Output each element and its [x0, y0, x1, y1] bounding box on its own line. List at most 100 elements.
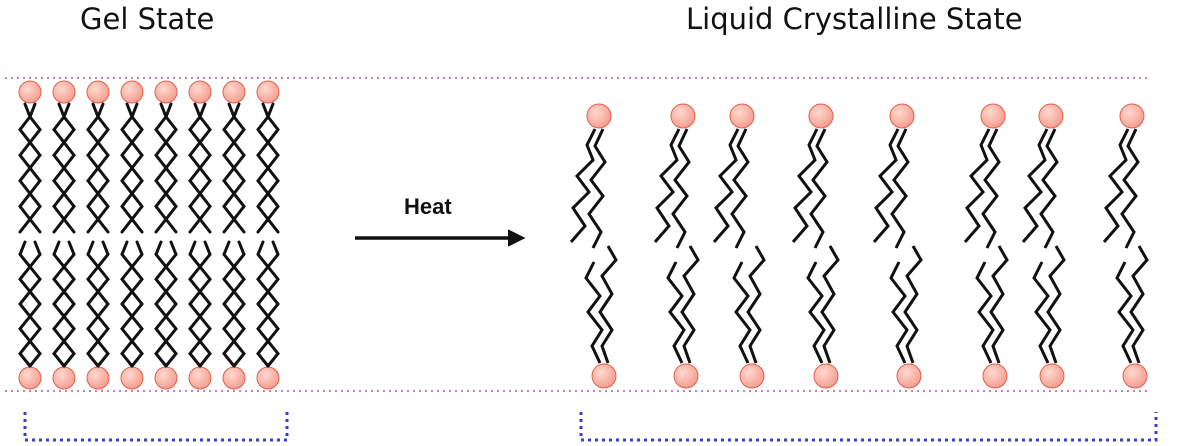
gel-thickness-bracket — [23, 412, 289, 442]
gel-bilayer — [18, 80, 280, 390]
gel-tail-upper — [28, 102, 42, 234]
gel-tail-upper — [266, 102, 280, 234]
lipid-head-icon — [729, 103, 755, 129]
liquid-crystalline-tail-upper — [872, 128, 900, 243]
lipid-head-icon — [586, 103, 612, 129]
lipid-head-icon — [222, 80, 246, 104]
liquid-crystalline-lipid — [791, 103, 840, 389]
lipid-head-icon — [18, 366, 42, 390]
lipid-head-icon — [1119, 103, 1145, 129]
liquid-crystalline-tail-upper — [1021, 128, 1049, 243]
gel-lipid — [120, 80, 144, 390]
liquid-crystalline-tail-lower — [975, 261, 995, 364]
gel-tail-lower — [256, 240, 270, 368]
liquid-crystalline-lipid — [872, 103, 923, 389]
liquid-crystalline-tail-lower — [732, 261, 752, 364]
lipid-head-icon — [154, 80, 178, 104]
liquid-crystalline-lipid — [963, 103, 1009, 389]
liquid-crystalline-bilayer — [569, 103, 1149, 389]
gel-tail-upper — [164, 102, 178, 234]
liquid-crystalline-tail-lower — [989, 245, 1009, 364]
gel-tail-upper — [62, 102, 76, 234]
gel-tail-upper — [96, 102, 110, 234]
gel-tail-upper — [130, 102, 144, 234]
gel-tail-lower — [120, 240, 134, 368]
gel-tail-upper — [198, 102, 212, 234]
liquid-crystalline-lipid — [1102, 103, 1149, 389]
liquid-crystalline-tail-lower — [1115, 261, 1135, 364]
lipid-head-icon — [673, 363, 699, 389]
gel-tail-lower — [130, 240, 144, 368]
gel-tail-lower — [154, 240, 168, 368]
liquid-crystalline-tail-upper — [809, 128, 829, 249]
liquid-crystalline-tail-upper — [671, 128, 691, 249]
gel-state-title: Gel State — [80, 2, 215, 36]
liquid-crystalline-tail-upper — [1039, 128, 1059, 249]
liquid-crystalline-tail-upper — [1102, 128, 1130, 243]
lipid-head-icon — [52, 80, 76, 104]
liquid-crystalline-tail-upper — [791, 128, 819, 243]
lipid-head-icon — [896, 363, 922, 389]
lipid-head-icon — [120, 80, 144, 104]
liquid-crystalline-lipid — [1021, 103, 1066, 389]
membrane-boundary-lines — [5, 77, 1150, 392]
lipid-head-icon — [86, 80, 110, 104]
gel-lipid — [188, 80, 212, 390]
lipid-head-icon — [256, 366, 280, 390]
liquid-crystalline-tail-lower — [820, 245, 840, 364]
liquid-crystalline-tail-lower — [598, 245, 618, 364]
gel-tail-lower — [28, 240, 42, 368]
lipid-head-icon — [1122, 363, 1148, 389]
lipid-head-icon — [982, 363, 1008, 389]
liquid-crystalline-tail-lower — [1046, 245, 1066, 364]
gel-lipid — [256, 80, 280, 390]
gel-tail-lower — [188, 240, 202, 368]
lipid-head-icon — [670, 103, 696, 129]
lipid-head-icon — [86, 366, 110, 390]
liquid-crystalline-tail-lower — [584, 261, 604, 364]
liquid-crystalline-thickness-bracket — [579, 412, 1158, 442]
liquid-crystalline-tail-lower — [806, 261, 826, 364]
liquid-crystalline-tail-upper — [569, 128, 597, 243]
gel-lipid — [222, 80, 246, 390]
liquid-crystalline-state-title: Liquid Crystalline State — [686, 2, 1023, 36]
liquid-crystalline-tail-upper — [712, 128, 740, 243]
liquid-crystalline-tail-upper — [981, 128, 1001, 249]
liquid-crystalline-lipid — [569, 103, 618, 389]
gel-tail-lower — [266, 240, 280, 368]
gel-tail-lower — [198, 240, 212, 368]
gel-tail-lower — [232, 240, 246, 368]
liquid-crystalline-tail-lower — [666, 261, 686, 364]
gel-lipid — [154, 80, 178, 390]
liquid-crystalline-tail-upper — [587, 128, 607, 249]
liquid-crystalline-tail-lower — [889, 261, 909, 364]
lipid-head-icon — [591, 363, 617, 389]
gel-tail-lower — [52, 240, 66, 368]
liquid-crystalline-tail-lower — [746, 245, 766, 364]
gel-lipid — [86, 80, 110, 390]
liquid-crystalline-tail-lower — [680, 245, 700, 364]
liquid-crystalline-lipid — [712, 103, 766, 389]
gel-tail-lower — [96, 240, 110, 368]
gel-lipid — [18, 80, 42, 390]
liquid-crystalline-tail-upper — [1120, 128, 1140, 249]
lipid-head-icon — [1038, 103, 1064, 129]
gel-tail-lower — [18, 240, 32, 368]
lipid-head-icon — [739, 363, 765, 389]
lipid-head-icon — [889, 103, 915, 129]
heat-label: Heat — [404, 194, 452, 219]
lipid-head-icon — [52, 366, 76, 390]
liquid-crystalline-tail-upper — [730, 128, 750, 249]
lipid-head-icon — [808, 103, 834, 129]
liquid-crystalline-tail-upper — [653, 128, 681, 243]
lipid-head-icon — [154, 366, 178, 390]
liquid-crystalline-tail-lower — [903, 245, 923, 364]
gel-tail-lower — [86, 240, 100, 368]
lipid-head-icon — [813, 363, 839, 389]
gel-tail-lower — [164, 240, 178, 368]
liquid-crystalline-lipid — [653, 103, 700, 389]
liquid-crystalline-tail-upper — [890, 128, 910, 249]
lipid-head-icon — [18, 80, 42, 104]
